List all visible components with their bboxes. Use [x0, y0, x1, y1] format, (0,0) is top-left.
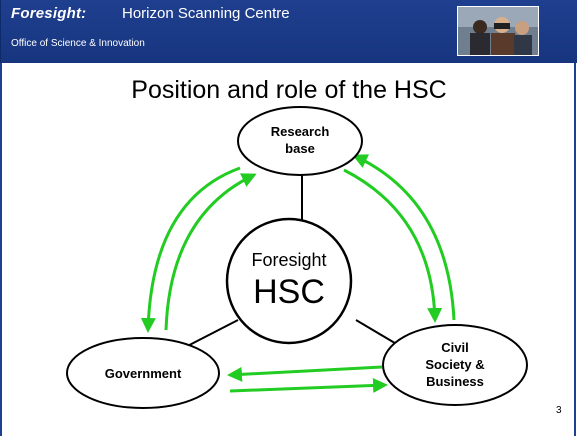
node-research-base	[237, 106, 363, 176]
arrow-government-to-civil	[229, 377, 388, 393]
government-label: Government	[70, 365, 216, 382]
brand-title: Foresight:	[11, 5, 87, 22]
civil-label: Civil Society & Business	[405, 339, 505, 390]
arrow-civil-to-research	[352, 154, 456, 321]
center-label-hsc: HSC	[253, 273, 325, 311]
arrow-civil-to-government	[227, 365, 383, 382]
centre-name: Horizon Scanning Centre	[122, 5, 290, 22]
node-government	[66, 337, 220, 409]
slide-frame-left	[0, 63, 2, 436]
page-number: 3	[556, 405, 562, 416]
node-civil-society	[382, 324, 528, 406]
arrow-research-to-government	[140, 166, 241, 333]
node-foresight-hsc	[225, 217, 353, 345]
government-label-line1: Government	[104, 366, 182, 381]
civil-label-line2: Society &	[425, 357, 485, 372]
research-label: Research base	[250, 123, 350, 157]
arrow-government-to-research	[164, 173, 257, 331]
civil-label-line1: Civil	[441, 340, 469, 355]
header-banner: Foresight: Horizon Scanning Centre Offic…	[0, 0, 577, 63]
arrow-research-to-civil	[343, 168, 443, 323]
slide-frame-right	[574, 63, 576, 436]
research-label-line2: base	[285, 141, 315, 156]
office-subtitle: Office of Science & Innovation	[11, 38, 145, 49]
research-label-line1: Research	[270, 124, 330, 139]
civil-label-line3: Business	[426, 374, 484, 389]
center-label-foresight: Foresight	[251, 250, 327, 270]
slide-title: Position and role of the HSC	[131, 76, 447, 104]
header-photo	[457, 6, 539, 56]
